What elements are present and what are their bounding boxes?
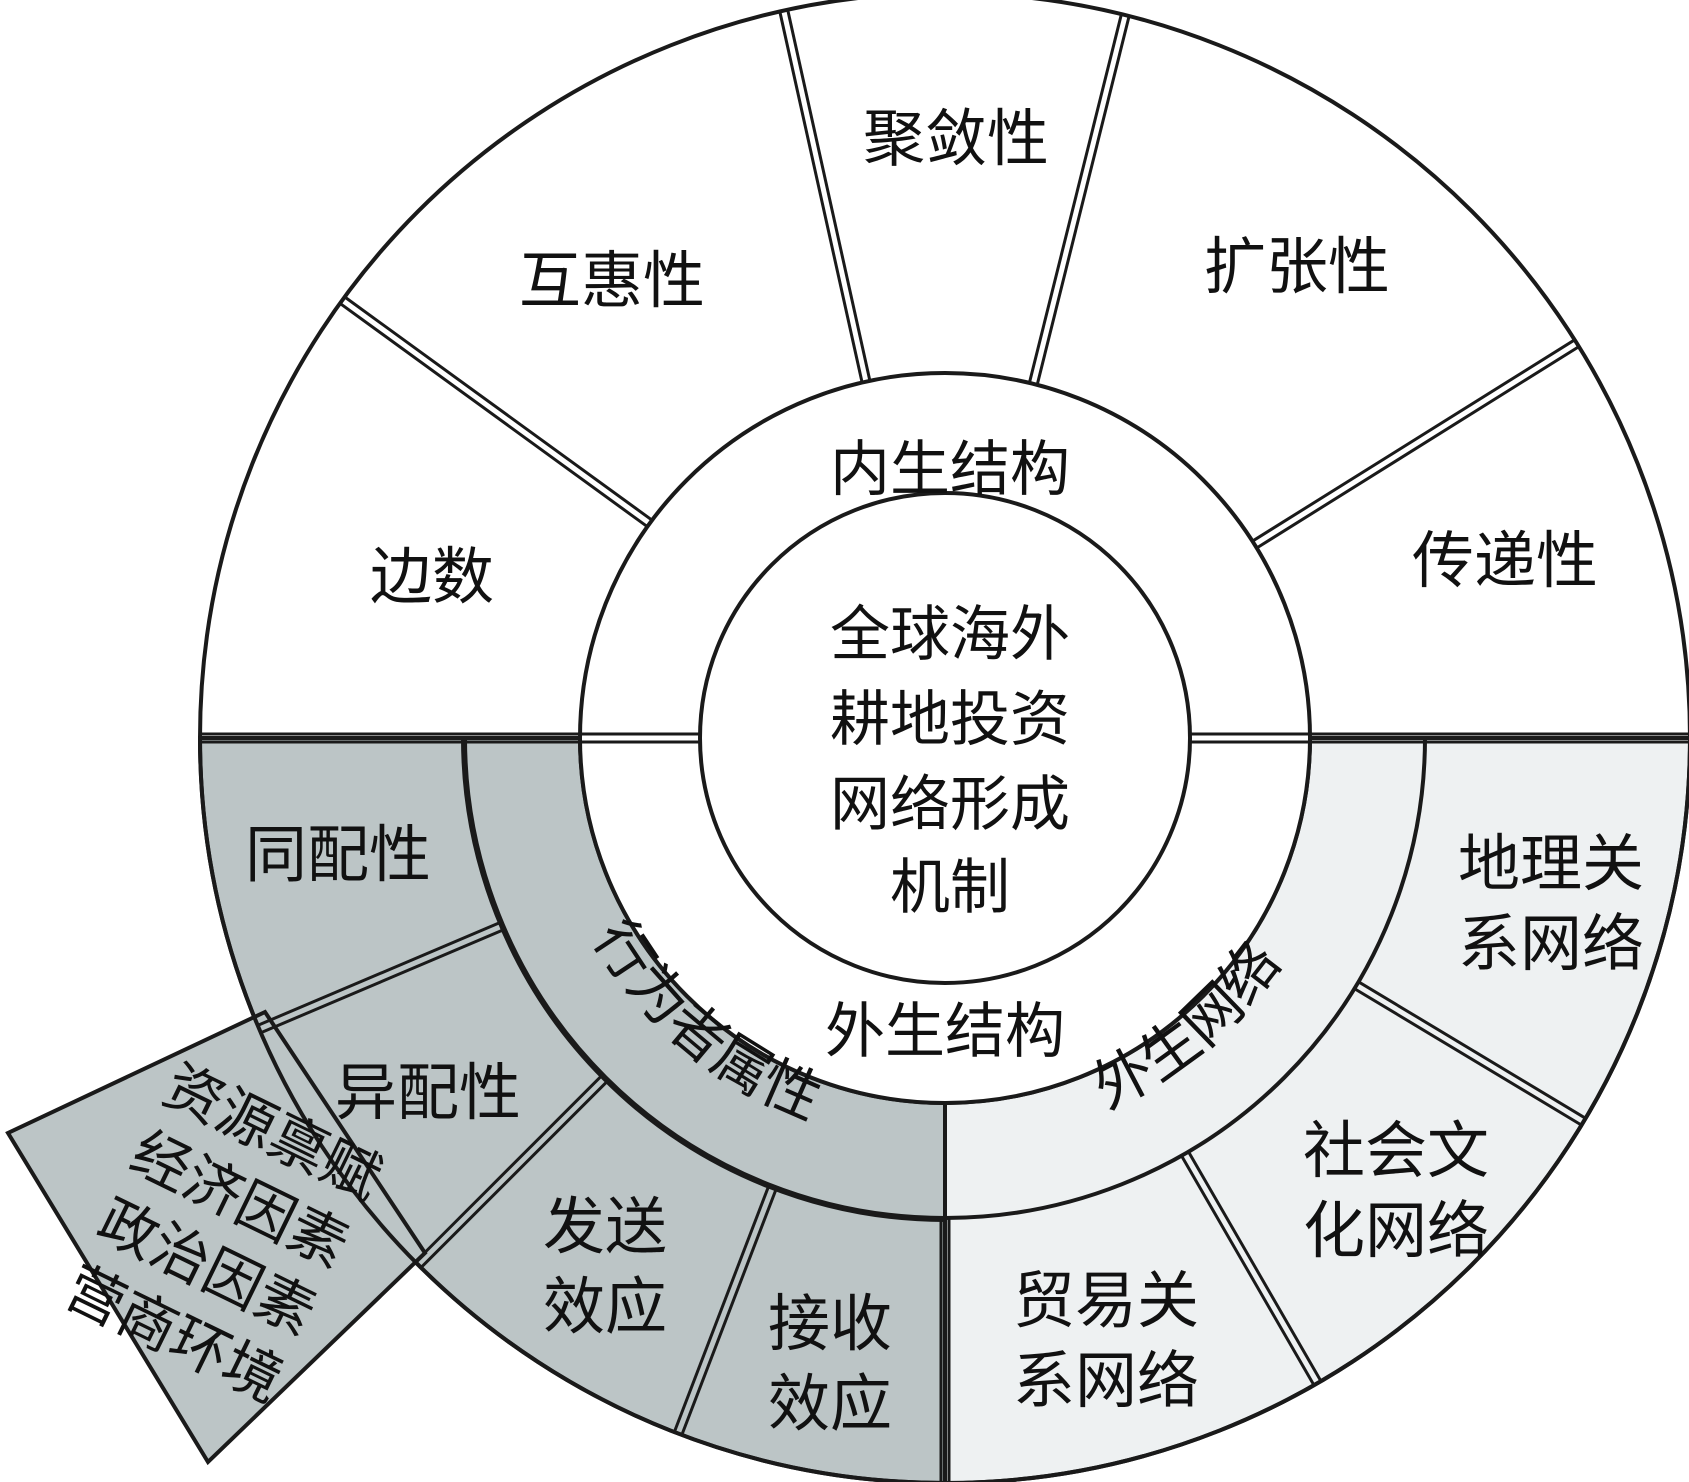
outer-circle [198,0,1689,1482]
actor-mid-arc [463,737,946,1220]
divider-endogenous-3-2 [1035,15,1131,386]
center-line-4: 机制 [890,853,1010,923]
center-line-3: 网络形成 [830,770,1070,840]
endogenous-structure-label: 内生结构 [830,435,1070,505]
sender-effect-line-2: 效应 [543,1270,667,1343]
geographic-network-line-2: 系网络 [1458,907,1644,980]
sociocultural-network-line-1: 社会文 [1303,1114,1489,1187]
divider-exogenous-1-2 [1180,1154,1316,1386]
divider-endogenous-1-2 [1255,345,1580,550]
center-label: 全球海外 耕地投资 网络形成 机制 [830,600,1070,923]
sender-effect-line-1: 发送 [543,1190,667,1263]
divider-exogenous-2-1 [1357,980,1587,1120]
transitivity-label: 传递性 [1412,524,1598,597]
sociocultural-network-line-2: 化网络 [1303,1194,1489,1267]
exogenous-structure-label: 外生结构 [825,997,1065,1067]
divider-exogenous-1-1 [1187,1150,1323,1382]
receiver-effect-line-1: 接收 [768,1287,892,1360]
factors-box [5,1009,428,1466]
divider-endogenous-2-1 [778,11,864,383]
expansiveness-label: 扩张性 [1204,230,1390,303]
divider-actor-3-2 [672,1184,771,1433]
receiver-effect-line-2: 效应 [768,1367,892,1440]
divider-endogenous-2-2 [786,9,872,382]
homophily-label: 同配性 [245,818,431,891]
divider-actor-2-1 [419,1079,610,1269]
exo-mid-arc [944,737,1427,1220]
divider-exogenous-2-2 [1353,987,1583,1127]
trade-network-line-1: 贸易关 [1013,1264,1199,1337]
trade-network-line-2: 系网络 [1013,1344,1199,1417]
edges-label: 边数 [370,540,494,613]
reciprocity-label: 互惠性 [519,244,705,317]
divider-actor-1-1 [260,927,506,1035]
center-circle [698,491,1192,985]
center-line-2: 耕地投资 [830,685,1070,755]
clustering-label: 聚敛性 [863,102,1049,175]
divider-endogenous-1-1 [1251,338,1576,543]
divider-endogenous-4-1 [339,302,649,528]
divider-endogenous-4-2 [343,295,653,522]
heterophily-label: 异配性 [335,1056,521,1129]
geographic-network-line-1: 地理关 [1458,827,1644,900]
divider-actor-2-2 [414,1073,604,1264]
center-line-1: 全球海外 [830,600,1070,670]
divider-actor-1-2 [257,920,503,1027]
divider-endogenous-3-1 [1027,13,1123,384]
sector-dividers [200,9,1689,1482]
divider-actor-3-1 [680,1187,779,1436]
